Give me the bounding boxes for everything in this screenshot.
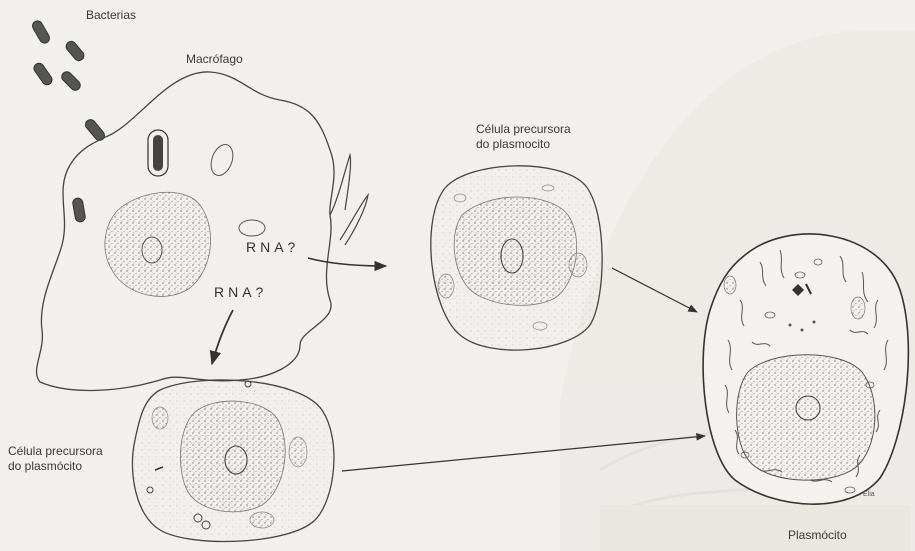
precursor-cell-top <box>431 166 602 350</box>
label-plasmocito: Plasmócito <box>788 528 847 543</box>
phagocytosed-bacterium <box>148 130 168 176</box>
bacterium <box>60 70 83 93</box>
arrow-macrophage-to-top-precursor <box>308 258 386 266</box>
bacterium <box>32 61 54 86</box>
arrow-macrophage-to-bottom-precursor <box>212 310 233 364</box>
bacterium <box>64 39 86 62</box>
label-rna-1: RNA? <box>246 240 299 255</box>
label-rna-2: RNA? <box>214 285 267 300</box>
label-precursor-top-1: Célula precursora <box>476 122 571 137</box>
macrophage-pseudopod <box>330 155 368 245</box>
macrophage-nucleus <box>105 192 211 296</box>
label-precursor-top-2: do plasmocito <box>476 137 550 152</box>
label-precursor-bottom-2: do plasmócito <box>8 459 82 474</box>
precursor-cell-bottom <box>132 380 334 542</box>
artist-signature: Elia <box>863 487 875 502</box>
label-macrofago: Macrófago <box>186 52 243 67</box>
plasmocyte <box>703 234 908 504</box>
bacterium <box>31 19 52 45</box>
bacterium <box>72 197 86 222</box>
vacuole <box>207 142 237 179</box>
label-bacterias: Bacterias <box>86 8 136 23</box>
bacteria-group <box>31 19 107 223</box>
label-precursor-bottom-1: Célula precursora <box>8 444 103 459</box>
vacuole <box>239 220 265 236</box>
